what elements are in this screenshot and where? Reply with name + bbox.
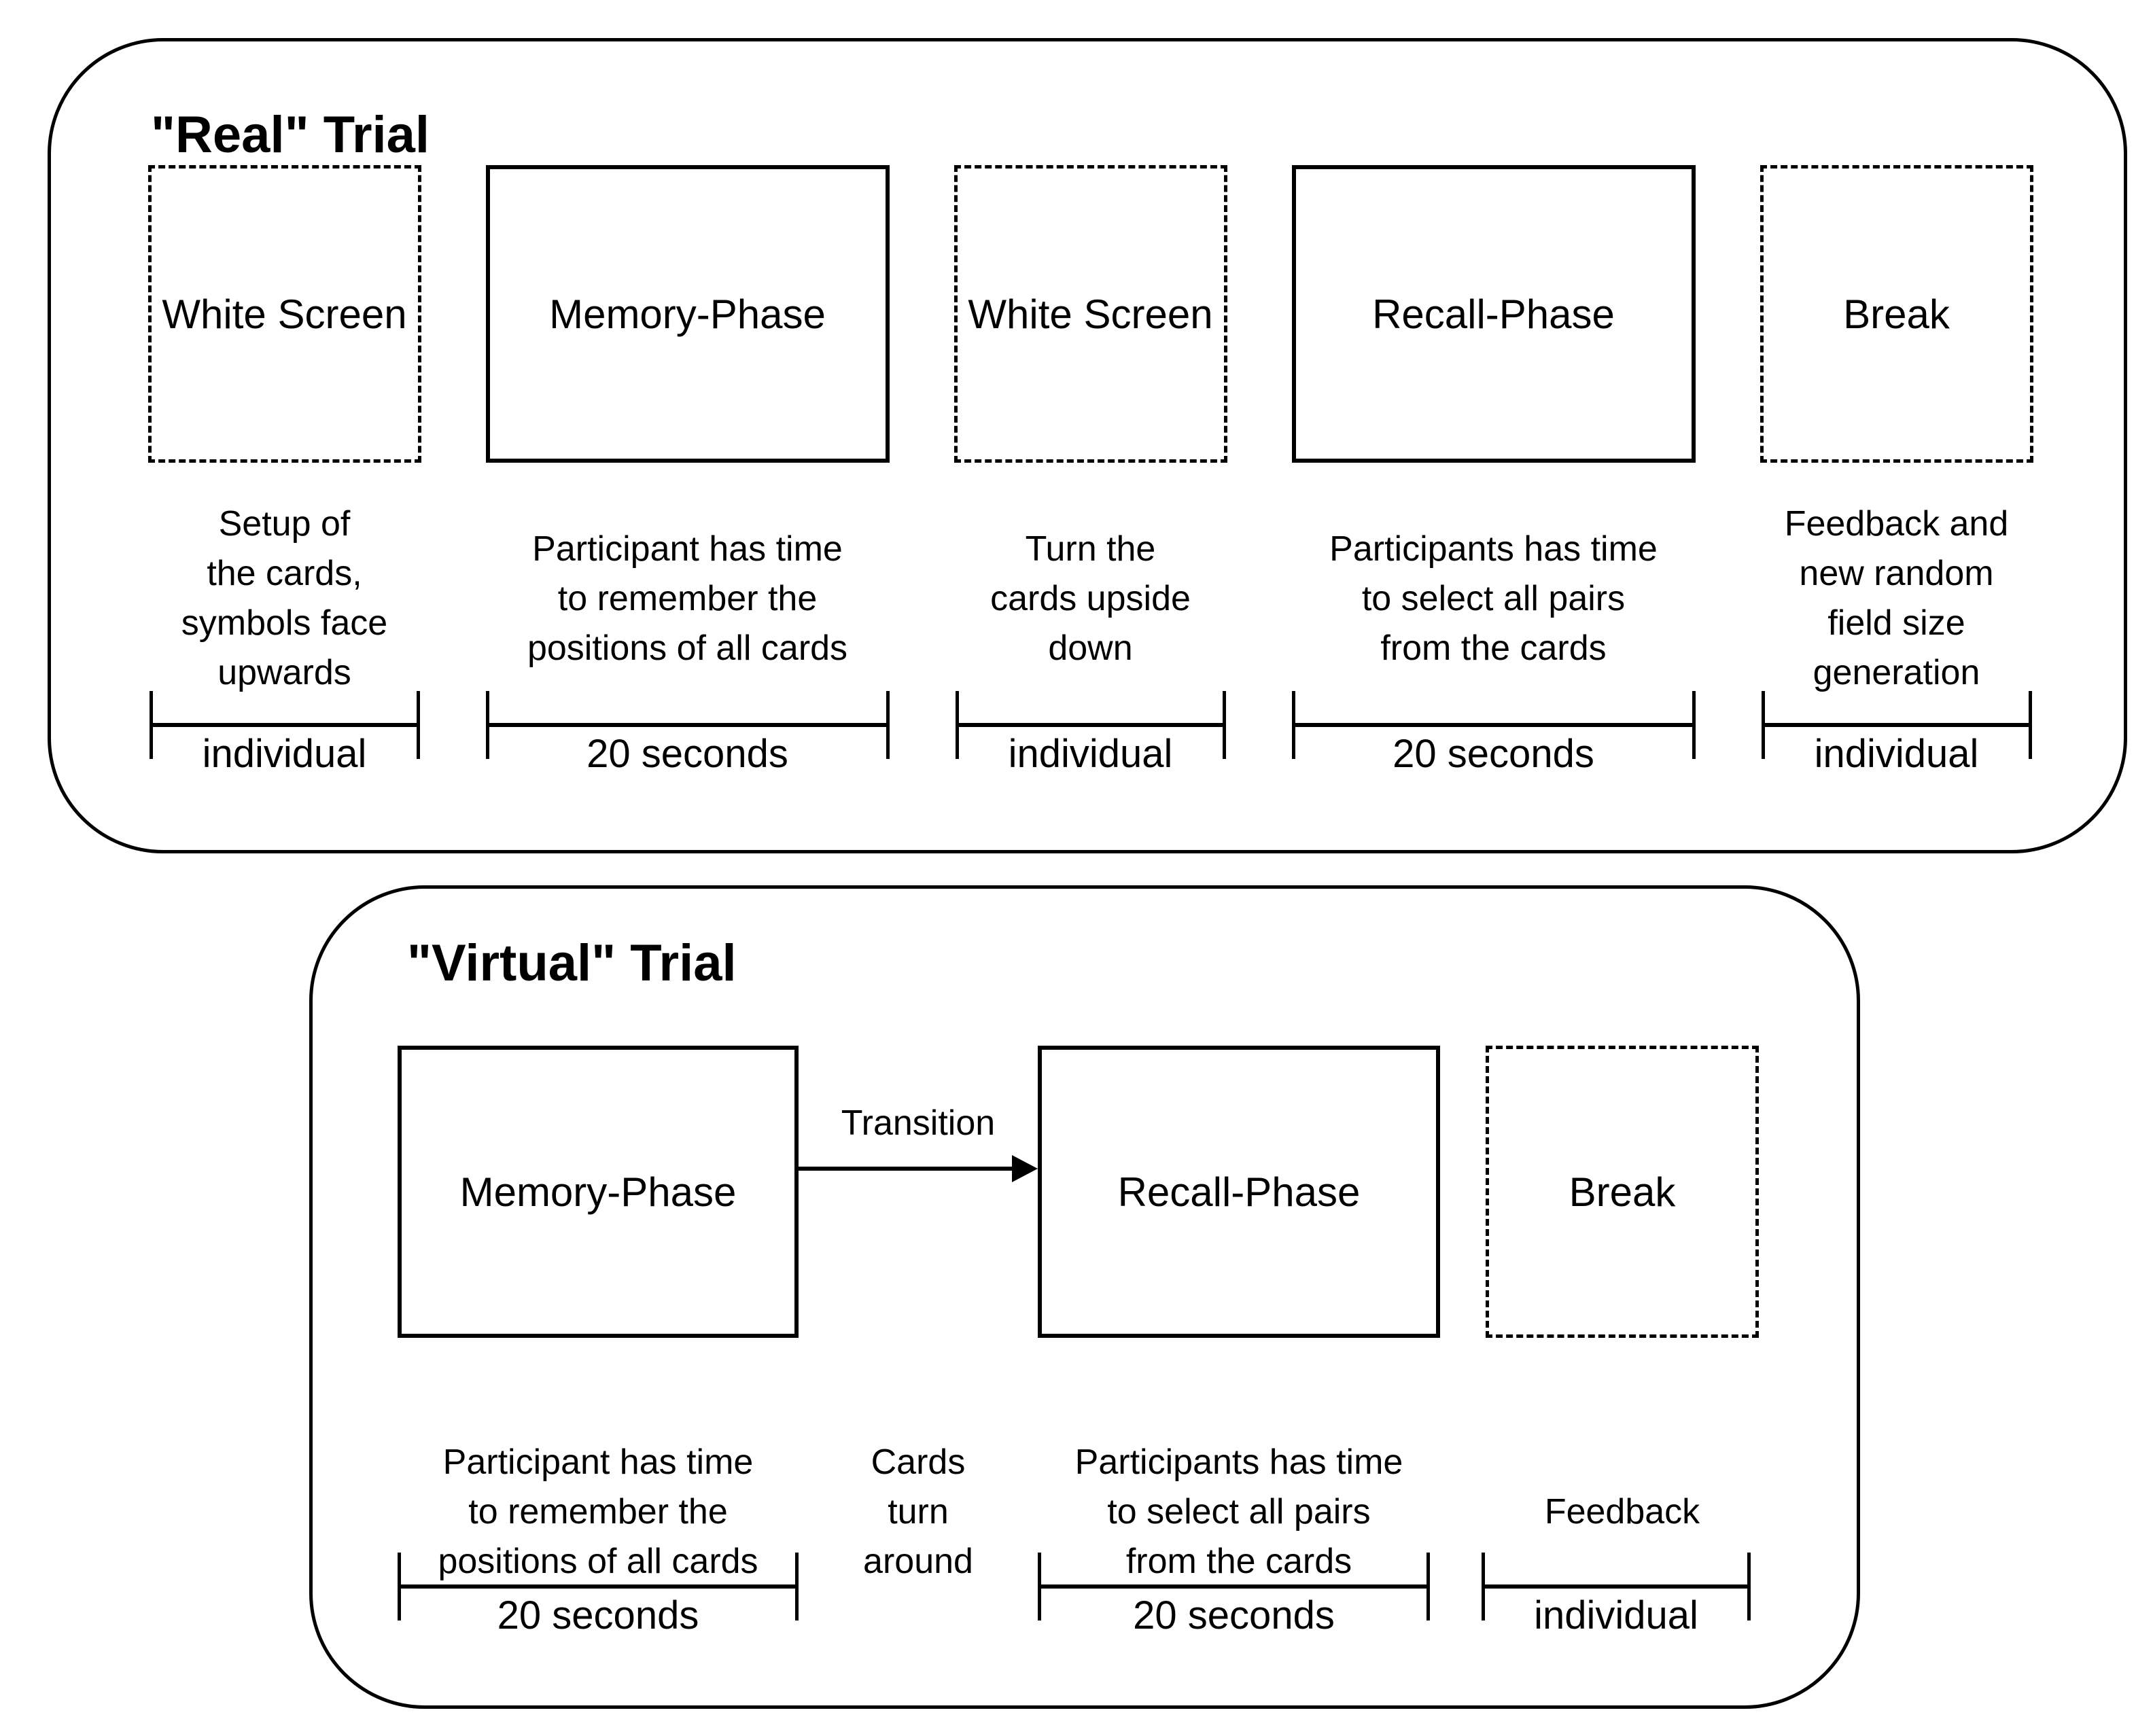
- phase-box-break: Break: [1486, 1046, 1759, 1338]
- duration-bracket: 20 seconds: [1291, 691, 1696, 776]
- duration-bracket: 20 seconds: [1038, 1553, 1430, 1637]
- virtual-trial-panel: "Virtual" Trial Memory-Phase Transition …: [309, 885, 1860, 1709]
- phase-box-white-screen-1: White Screen: [147, 165, 421, 463]
- virtual-trial-durations: 20 seconds 20 seconds individual: [398, 1553, 1751, 1637]
- phase-caption: Feedback and new random field size gener…: [1784, 504, 2009, 692]
- phase-caption: Participants has time to select all pair…: [1074, 1442, 1403, 1581]
- virtual-trial-title: "Virtual" Trial: [407, 934, 737, 992]
- bracket-bar: [489, 723, 886, 727]
- bracket-bar: [958, 723, 1223, 727]
- arrow-head-icon: [1012, 1155, 1038, 1182]
- duration-label: individual: [202, 732, 367, 776]
- phase-caption: Participants has time to select all pair…: [1329, 529, 1658, 668]
- duration-bracket: individual: [955, 691, 1226, 776]
- phase-caption: Participant has time to remember the pos…: [527, 529, 848, 668]
- phase-box-white-screen-2: White Screen: [953, 165, 1227, 463]
- real-phase-recall: Recall-Phase Participants has time to se…: [1291, 165, 1696, 776]
- phase-caption: Setup of the cards, symbols face upwards: [181, 504, 388, 692]
- bracket-bar: [1295, 723, 1692, 727]
- bracket-bar: [1764, 723, 2029, 727]
- real-trial-sequence: White Screen Setup of the cards, symbols…: [83, 165, 2098, 776]
- phase-box-recall: Recall-Phase: [1291, 165, 1696, 463]
- duration-bracket: 20 seconds: [398, 1553, 799, 1637]
- real-phase-memory: Memory-Phase Participant has time to rem…: [485, 165, 890, 776]
- duration-label: individual: [1814, 732, 1979, 776]
- phase-caption: Feedback: [1544, 1491, 1700, 1531]
- duration-bracket: individual: [1482, 1553, 1751, 1637]
- bracket-bar: [152, 723, 417, 727]
- phase-box-recall: Recall-Phase: [1038, 1046, 1440, 1338]
- phase-box-memory: Memory-Phase: [398, 1046, 799, 1338]
- duration-label: individual: [1008, 732, 1173, 776]
- phase-box-break: Break: [1760, 165, 2033, 463]
- duration-bracket: 20 seconds: [485, 691, 890, 776]
- transition-zone: Transition: [799, 1046, 1038, 1338]
- duration-label: individual: [1534, 1593, 1698, 1637]
- duration-bracket: individual: [1761, 691, 2032, 776]
- real-phase-white-screen-1: White Screen Setup of the cards, symbols…: [83, 165, 486, 776]
- real-trial-panel: "Real" Trial White Screen Setup of the c…: [48, 38, 2127, 853]
- transition-caption: Cards turn around: [863, 1442, 973, 1581]
- real-trial-title: "Real" Trial: [151, 106, 430, 164]
- phase-caption: Participant has time to remember the pos…: [438, 1442, 758, 1581]
- real-phase-break: Break Feedback and new random field size…: [1695, 165, 2098, 776]
- duration-bracket: individual: [149, 691, 420, 776]
- virtual-trial-captions: Participant has time to remember the pos…: [398, 1430, 1759, 1593]
- transition-arrow: [799, 1167, 1012, 1171]
- duration-label: 20 seconds: [587, 732, 788, 776]
- duration-label: 20 seconds: [497, 1593, 699, 1637]
- virtual-trial-sequence: Memory-Phase Transition Recall-Phase Bre…: [398, 1046, 1759, 1338]
- bracket-bar: [1485, 1584, 1747, 1589]
- bracket-bar: [1041, 1584, 1426, 1589]
- transition-label: Transition: [841, 1103, 996, 1143]
- duration-label: 20 seconds: [1393, 732, 1594, 776]
- phase-caption: Turn the cards upside down: [990, 529, 1191, 668]
- duration-label: 20 seconds: [1133, 1593, 1335, 1637]
- bracket-bar: [401, 1584, 795, 1589]
- real-phase-white-screen-2: White Screen Turn the cards upside down …: [889, 165, 1292, 776]
- phase-box-memory: Memory-Phase: [485, 165, 890, 463]
